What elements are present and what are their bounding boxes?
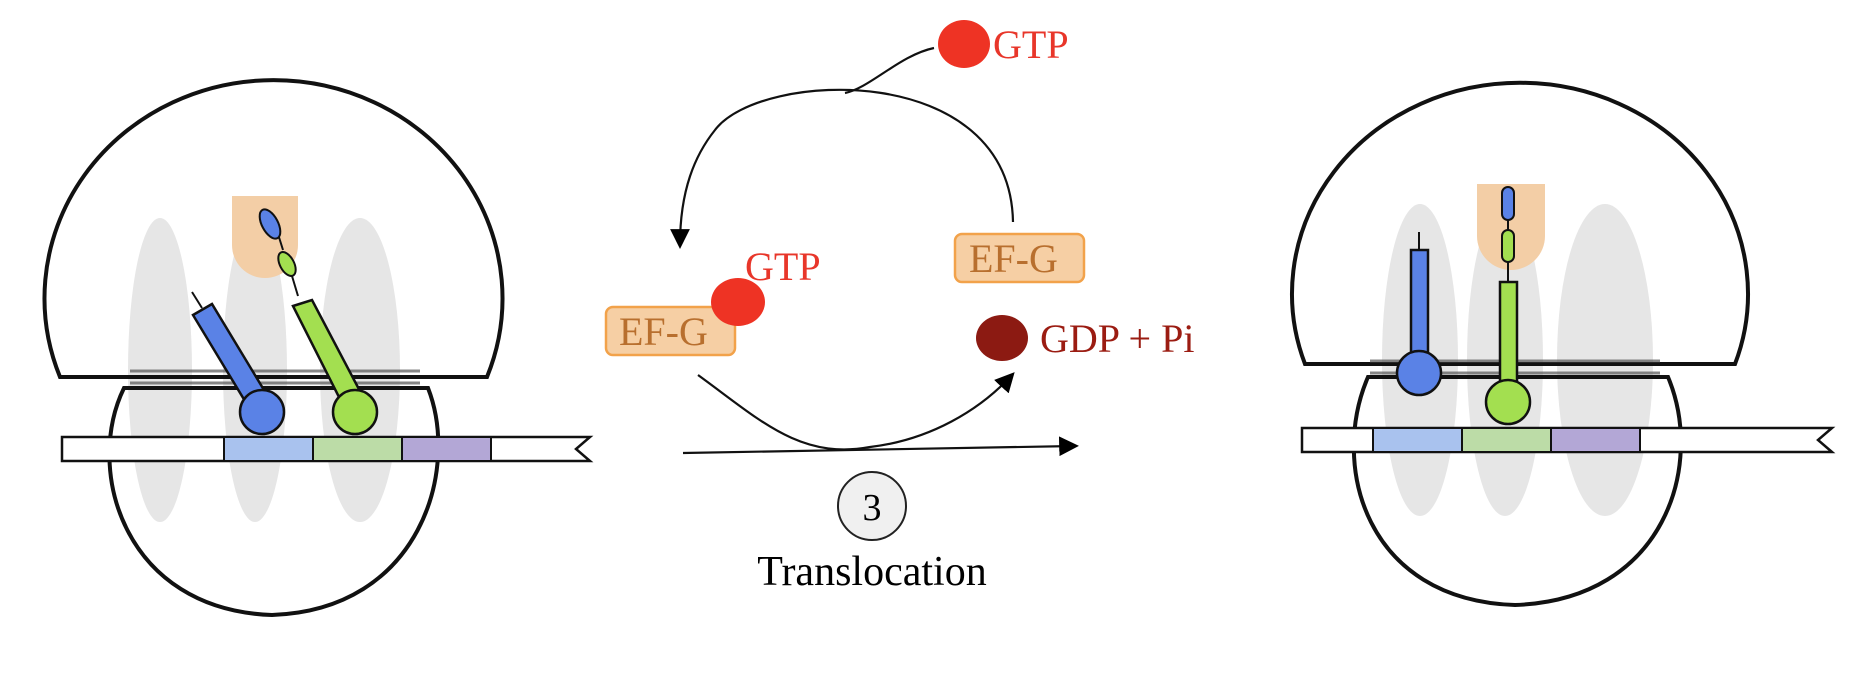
small-subunit-right — [1351, 375, 1683, 608]
gdp-molecule — [976, 315, 1028, 361]
gtp-entry-curve — [844, 46, 935, 95]
large-subunit-left — [42, 78, 505, 379]
small-subunit-left — [107, 386, 441, 618]
step-number: 3 — [863, 487, 882, 529]
codon-green-right — [1461, 427, 1552, 453]
efg-label-right: EF-G — [969, 236, 1058, 281]
trna-blue-left — [191, 291, 286, 436]
ribosome-post-translocation — [1290, 80, 1836, 608]
ribosome-pre-translocation — [42, 78, 594, 618]
gtp-label-top: GTP — [993, 22, 1069, 67]
efg-box-left: EF-G — [604, 305, 737, 357]
codon-purple-left — [401, 436, 492, 462]
efg-label-left: EF-G — [619, 309, 708, 354]
efg-box-right: EF-G — [953, 232, 1086, 284]
cycle-arc-top — [670, 88, 1015, 249]
codon-blue-left — [223, 436, 314, 462]
gtp-molecule-mid — [711, 278, 765, 326]
trna-green-left — [258, 208, 379, 436]
gtp-label-mid: GTP — [745, 244, 821, 289]
hydrolysis-arc — [697, 372, 1015, 451]
gdp-pi-label: GDP + Pi — [1040, 316, 1194, 361]
gtp-cycle: GTP EF-G EF-G GTP GDP + Pi 3 Translocati… — [604, 20, 1194, 595]
trna-blue-right — [1395, 232, 1443, 397]
step-name: Translocation — [757, 549, 986, 595]
codon-purple-right — [1550, 427, 1641, 453]
exit-tunnel-right — [1477, 184, 1545, 270]
gtp-molecule-top — [938, 20, 990, 68]
large-subunit-right — [1290, 80, 1750, 366]
codon-green-left — [312, 436, 403, 462]
translocation-arrow — [682, 436, 1079, 457]
step-number-circle — [837, 471, 907, 541]
trna-green-right — [1484, 186, 1532, 426]
codon-blue-right — [1372, 427, 1463, 453]
